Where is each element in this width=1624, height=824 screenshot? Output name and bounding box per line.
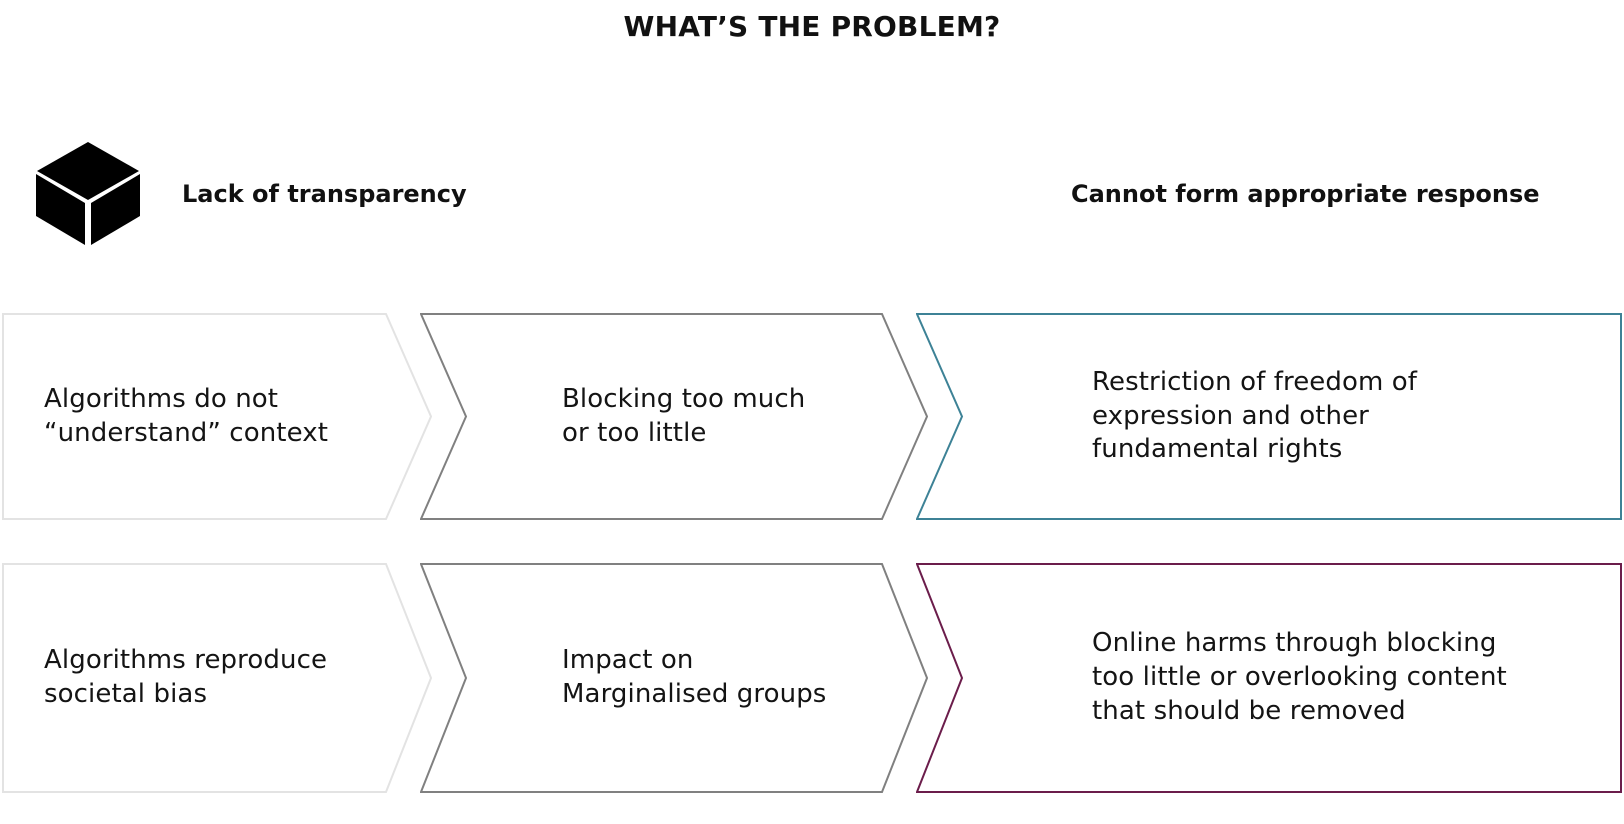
- flow-step-r1-c2[interactable]: Blocking too much or too little: [420, 313, 928, 520]
- chevron-flat-end-shape: [917, 564, 1621, 792]
- flow-step-label: Restriction of freedom of expression and…: [1092, 366, 1418, 465]
- flow-row-1: Algorithms do not “understand” context B…: [0, 313, 1624, 523]
- page-title: WHAT’S THE PROBLEM?: [623, 10, 1001, 43]
- chevron-shape: [421, 314, 927, 519]
- black-box-cube-icon: [33, 138, 143, 248]
- arrow-right-shape: [3, 564, 431, 792]
- flow-step-r2-c1[interactable]: Algorithms reproduce societal bias: [2, 563, 432, 793]
- flow-step-label: Blocking too much or too little: [562, 383, 806, 448]
- flow-step-r2-c3[interactable]: Online harms through blocking too little…: [916, 563, 1622, 793]
- flow-step-r2-c2[interactable]: Impact on Marginalised groups: [420, 563, 928, 793]
- chevron-flat-end-shape: [917, 314, 1621, 519]
- flow-step-label: Impact on Marginalised groups: [562, 645, 827, 709]
- flow-step-label: Online harms through blocking too little…: [1092, 628, 1507, 726]
- flow-row-2: Algorithms reproduce societal bias Impac…: [0, 563, 1624, 795]
- column-header-right: Cannot form appropriate response: [1071, 180, 1540, 208]
- chevron-shape: [421, 564, 927, 792]
- column-header-left: Lack of transparency: [182, 180, 467, 208]
- arrow-right-shape: [3, 314, 431, 519]
- flow-step-label: Algorithms reproduce societal bias: [44, 645, 328, 709]
- flow-step-r1-c3[interactable]: Restriction of freedom of expression and…: [916, 313, 1622, 520]
- flow-step-r1-c1[interactable]: Algorithms do not “understand” context: [2, 313, 432, 520]
- flow-step-label: Algorithms do not “understand” context: [44, 383, 329, 448]
